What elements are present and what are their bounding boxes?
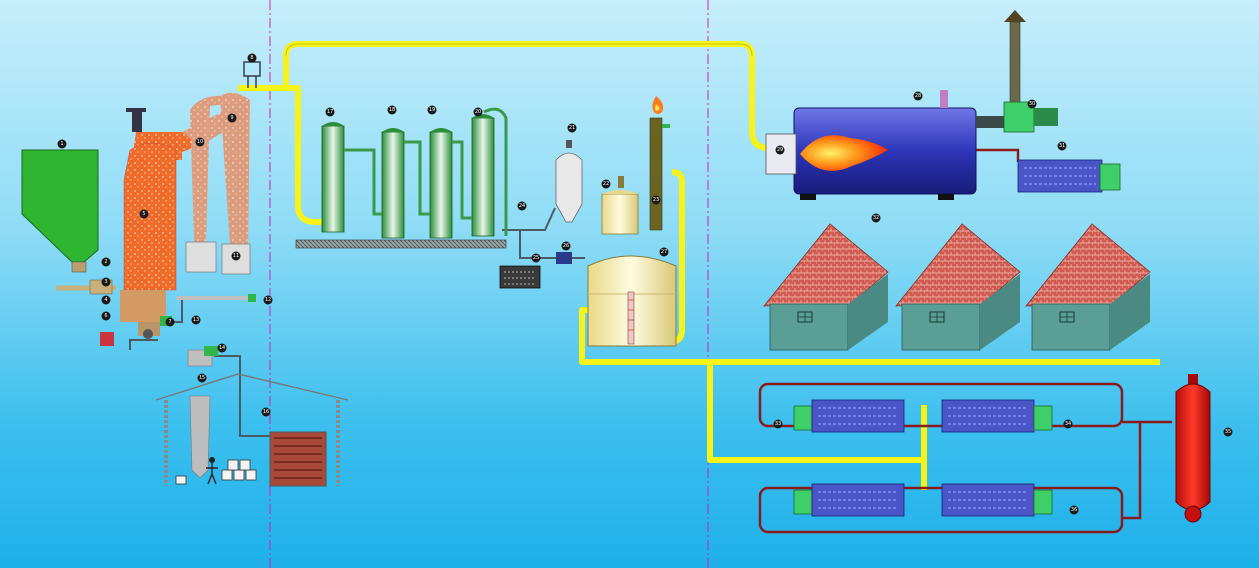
callout-number: 23 [653,197,659,203]
callout-badge [101,277,111,287]
callout-badge [325,107,335,117]
callout-badge [231,251,241,261]
callout-number: 33 [775,421,781,427]
callout-number: 30 [1029,101,1035,107]
gas-pipeline-outline [285,43,753,57]
callout-number: 7 [168,319,171,325]
callout-number: 11 [233,253,239,259]
callout-number: 12 [265,297,271,303]
callout-number: 21 [569,125,575,131]
callout-number: 22 [603,181,609,187]
callout-badge [227,113,237,123]
callout-number: 3 [104,279,107,285]
callout-number: 26 [563,243,569,249]
callout-badge [139,209,149,219]
house-icon [763,223,889,351]
callout-number: 32 [873,215,879,221]
callout-number: 13 [193,317,199,323]
callout-number: 20 [475,109,481,115]
callout-badge [651,195,661,205]
callout-number: 31 [1059,143,1065,149]
callout-badge [1057,141,1067,151]
callout-badge [165,317,175,327]
callout-number: 1 [60,141,63,147]
callout-badge [247,53,257,63]
callout-badge [517,201,527,211]
callout-badge [567,123,577,133]
generator-set-icon [941,483,1053,517]
callout-badge [775,145,785,155]
callout-badge [1063,419,1073,429]
callout-badge [473,107,483,117]
callout-badge [871,213,881,223]
ash-storage-building [155,346,349,487]
chimney-icon [1004,10,1026,113]
callout-badge [101,295,111,305]
callout-number: 28 [915,93,921,99]
callout-number: 6 [104,313,107,319]
gas-fired-boiler [765,10,1058,200]
callout-number: 5 [142,211,145,217]
callout-number: 14 [219,345,225,351]
callout-number: 25 [533,255,539,261]
feed-hopper [21,149,116,295]
callout-badge [217,343,227,353]
callout-number: 9 [230,115,233,121]
callout-badge [195,137,205,147]
callout-badge [531,253,541,263]
callout-badge [773,419,783,429]
callout-number: 36 [1071,507,1077,513]
gas-purification-skid [295,107,508,249]
callout-badge [101,311,111,321]
callout-badge [601,179,611,189]
callout-number: 29 [777,147,783,153]
generator-set-icon [941,399,1053,433]
callout-number: 24 [519,203,525,209]
generator-set-icon [793,483,905,517]
callout-badge [1069,505,1079,515]
heat-exchanger [1175,374,1211,523]
worker-icon [206,457,218,485]
callout-number: 15 [199,375,205,381]
flare-flame-icon [652,96,664,114]
callout-number: 10 [197,139,203,145]
callout-number: 4 [104,297,107,303]
callout-badge [261,407,271,417]
generator-set-icon [1017,159,1121,193]
callout-badge [263,295,273,305]
callout-badge [57,139,67,149]
callout-badge [1223,427,1233,437]
callout-badge [913,91,923,101]
callout-number: 8 [250,55,253,61]
process-pipe [129,207,585,437]
gas-separator [499,96,670,289]
callout-badge [101,257,111,267]
callout-badge [1027,99,1037,109]
cyclone-separator [176,61,261,302]
callout-badge [427,105,437,115]
bagged-ash-pile [175,459,257,485]
callout-number: 17 [327,109,333,115]
callout-number: 18 [389,107,395,113]
gas-holder-tank [587,255,677,347]
house-icon [1025,223,1151,351]
callout-number: 2 [104,259,107,265]
callout-badge [659,247,669,257]
house-icon [895,223,1021,351]
generator-set-icon [793,399,905,433]
gasifier [100,108,240,346]
callout-badge [197,373,207,383]
callout-badge [387,105,397,115]
callout-number: 35 [1225,429,1231,435]
callout-badge [191,315,201,325]
callout-number: 19 [429,107,435,113]
callout-number: 34 [1065,421,1071,427]
callout-number: 16 [263,409,269,415]
hot-water-pipe [758,148,1172,534]
callout-number: 27 [661,249,667,255]
callout-badge [561,241,571,251]
